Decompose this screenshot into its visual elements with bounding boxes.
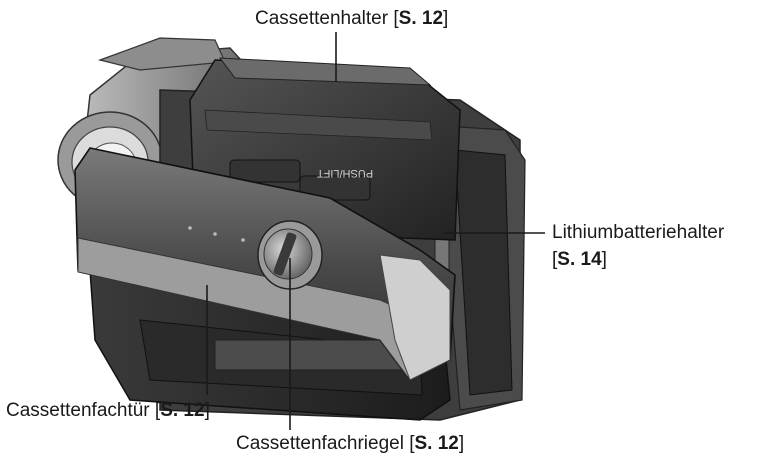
callout-cassette-door: Cassettenfachtür [S. 12] [6,400,210,422]
callout-lithium-battery-holder-close: ] [602,249,607,270]
callout-cassette-holder-text: Cassettenhalter [ [255,8,399,29]
callout-lithium-battery-holder-ref: S. 14 [557,249,601,270]
callout-lithium-battery-holder-ref-line: [S. 14] [552,249,607,271]
callout-cassette-door-close: ] [205,400,210,421]
callout-lithium-battery-holder-text: Lithiumbatteriehalter [552,222,724,243]
push-lift-label: PUSH/LIFT [317,167,374,179]
callout-cassette-latch-text: Cassettenfachriegel [ [236,433,415,454]
callout-cassette-holder: Cassettenhalter [S. 12] [255,8,448,30]
callout-cassette-door-ref: S. 12 [160,400,204,421]
callout-cassette-door-text: Cassettenfachtür [ [6,400,160,421]
callout-cassette-latch-ref: S. 12 [415,433,459,454]
callout-cassette-latch-close: ] [459,433,464,454]
callout-cassette-holder-close: ] [443,8,448,29]
callout-lithium-battery-holder: Lithiumbatteriehalter [552,222,724,244]
callout-cassette-holder-ref: S. 12 [399,8,443,29]
callout-cassette-latch: Cassettenfachriegel [S. 12] [236,433,464,455]
